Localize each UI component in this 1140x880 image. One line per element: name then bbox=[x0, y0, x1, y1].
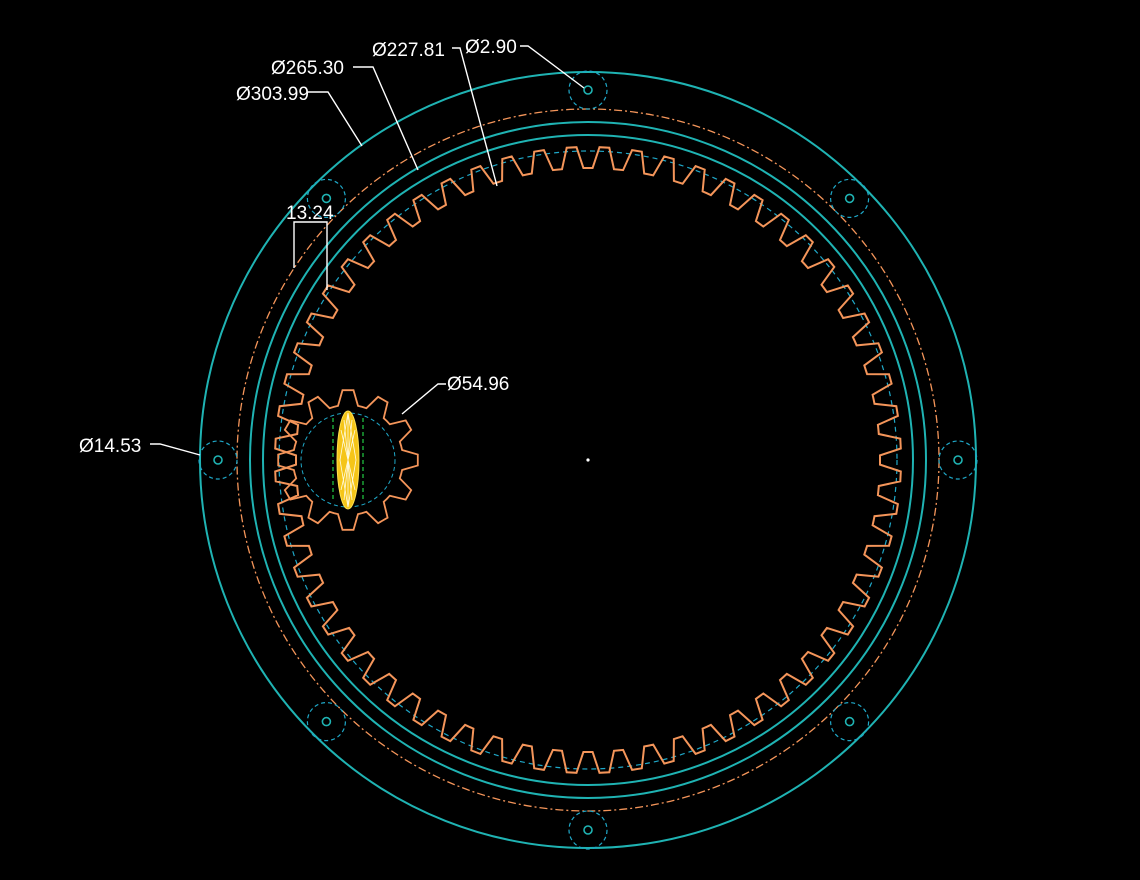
leader-d265 bbox=[353, 66, 419, 171]
mounting-hole-clearance bbox=[306, 701, 346, 742]
carrier-lattice-line bbox=[347, 412, 357, 461]
leader-d14 bbox=[150, 443, 201, 456]
carrier-lattice-line bbox=[339, 412, 349, 461]
mounting-hole bbox=[213, 455, 223, 465]
dim-d227-81: Ø227.81 bbox=[372, 40, 445, 61]
housing-inner-circle-2 bbox=[262, 134, 914, 786]
mounting-hole bbox=[583, 85, 593, 95]
mounting-hole-clearance bbox=[568, 810, 608, 850]
leader-d303 bbox=[308, 91, 363, 147]
mounting-hole-clearance bbox=[306, 178, 346, 218]
leader-width-13 bbox=[293, 221, 328, 290]
dim-d54-96: Ø54.96 bbox=[447, 374, 509, 395]
leader-d54 bbox=[401, 383, 446, 415]
leader-d2 bbox=[520, 45, 585, 89]
center-point bbox=[586, 458, 590, 462]
mounting-hole bbox=[321, 716, 332, 727]
carrier-lattice-line bbox=[347, 459, 357, 508]
dim-d265-30: Ø265.30 bbox=[271, 58, 344, 79]
dim-d303-99: Ø303.99 bbox=[236, 84, 309, 105]
ring-root-dashed-circle bbox=[278, 150, 898, 770]
ring-gear-profile bbox=[274, 146, 902, 774]
dim-d2-90: Ø2.90 bbox=[465, 37, 517, 58]
mounting-hole bbox=[321, 193, 332, 204]
mounting-hole bbox=[583, 825, 593, 835]
mounting-hole bbox=[844, 193, 855, 204]
housing-inner-circle-1 bbox=[249, 121, 927, 799]
mounting-hole bbox=[953, 455, 963, 465]
mounting-hole-clearance bbox=[829, 178, 870, 218]
mounting-hole-clearance bbox=[198, 440, 238, 480]
pinion-gear-profile bbox=[277, 389, 419, 531]
mounting-hole-clearance bbox=[829, 701, 870, 742]
housing-outer-circle bbox=[199, 71, 977, 849]
carrier-lattice bbox=[339, 412, 357, 508]
leader-d227 bbox=[452, 47, 498, 187]
pinion-group bbox=[277, 389, 419, 531]
dim-d14-53: Ø14.53 bbox=[79, 436, 141, 457]
mounting-holes-group bbox=[198, 70, 978, 850]
carrier-lattice-line bbox=[339, 459, 349, 508]
mounting-hole-clearance bbox=[568, 70, 608, 110]
leader-lines bbox=[150, 45, 585, 456]
mounting-hole-clearance bbox=[938, 440, 978, 480]
mounting-hole bbox=[844, 716, 855, 727]
dim-width-13-24: 13.24 bbox=[286, 203, 334, 224]
